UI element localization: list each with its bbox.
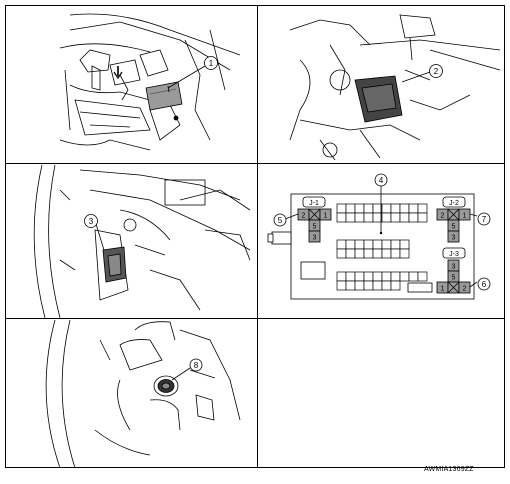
svg-text:2: 2 bbox=[302, 213, 306, 220]
callout-3: 3 bbox=[84, 214, 98, 228]
callout-8: 8 bbox=[189, 358, 203, 372]
svg-text:5: 5 bbox=[313, 224, 317, 231]
fuse-cell-array bbox=[336, 203, 428, 291]
fuse-cell bbox=[336, 212, 347, 223]
fuse-cell bbox=[345, 248, 356, 259]
fuse-cell bbox=[390, 212, 401, 223]
fuse-cell bbox=[354, 271, 365, 282]
fuse-cell bbox=[336, 248, 347, 259]
fuse-cell bbox=[399, 203, 410, 214]
panel-dashboard-area bbox=[289, 14, 501, 161]
fuse-cell bbox=[336, 239, 347, 250]
svg-text:3: 3 bbox=[452, 235, 456, 242]
callout-1: 1 bbox=[204, 56, 218, 70]
callout-4: 4 bbox=[374, 173, 388, 187]
fuse-cell bbox=[381, 239, 392, 250]
fuse-cell bbox=[417, 271, 428, 282]
svg-text:2: 2 bbox=[441, 213, 445, 220]
fuse-cell bbox=[399, 248, 410, 259]
fuse-cell bbox=[390, 239, 401, 250]
fuse-cell bbox=[381, 203, 392, 214]
fuse-cell bbox=[363, 248, 374, 259]
svg-text:1: 1 bbox=[324, 213, 328, 220]
svg-text:5: 5 bbox=[452, 275, 456, 282]
svg-text:3: 3 bbox=[89, 217, 94, 226]
svg-text:7: 7 bbox=[482, 215, 487, 224]
fuse-cell bbox=[372, 248, 383, 259]
fuse-cell bbox=[336, 280, 347, 291]
fuse-cell bbox=[354, 203, 365, 214]
fuse-cell bbox=[381, 280, 392, 291]
callout-2: 2 bbox=[429, 64, 443, 78]
fuse-cell bbox=[345, 239, 356, 250]
junction-j3: J-3 3 5 1 2 bbox=[436, 247, 471, 294]
svg-text:3: 3 bbox=[313, 235, 317, 242]
fuse-cell bbox=[381, 271, 392, 282]
fuse-cell bbox=[354, 239, 365, 250]
fuse-cell bbox=[345, 280, 356, 291]
fuse-cell bbox=[372, 280, 383, 291]
fuse-cell bbox=[381, 248, 392, 259]
fuse-cell bbox=[399, 212, 410, 223]
fuse-cell bbox=[408, 271, 419, 282]
svg-text:2: 2 bbox=[434, 67, 439, 76]
fuse-cell bbox=[408, 203, 419, 214]
fuse-cell bbox=[354, 248, 365, 259]
fuse-cell bbox=[417, 212, 428, 223]
fuse-cell bbox=[381, 212, 392, 223]
fuse-cell bbox=[390, 248, 401, 259]
svg-text:1: 1 bbox=[463, 213, 467, 220]
panel-engine-bay bbox=[59, 13, 241, 151]
fuse-cell bbox=[399, 271, 410, 282]
fuse-cell bbox=[345, 203, 356, 214]
svg-text:1: 1 bbox=[209, 59, 214, 68]
svg-text:J-2: J-2 bbox=[449, 200, 459, 207]
svg-text:6: 6 bbox=[482, 280, 487, 289]
fuse-cell bbox=[363, 271, 374, 282]
fuse-cell bbox=[390, 280, 401, 291]
panel-grid bbox=[5, 5, 505, 468]
callout-5: 5 bbox=[273, 213, 287, 227]
fuse-cell bbox=[345, 271, 356, 282]
fuse-cell bbox=[408, 212, 419, 223]
fuse-cell bbox=[390, 203, 401, 214]
fuse-cell bbox=[363, 239, 374, 250]
junction-j2: J-2 2 1 5 3 bbox=[436, 196, 471, 243]
fuse-cell bbox=[372, 239, 383, 250]
svg-text:5: 5 bbox=[452, 224, 456, 231]
callout-7: 7 bbox=[477, 212, 491, 226]
svg-text:5: 5 bbox=[278, 216, 283, 225]
svg-text:1: 1 bbox=[441, 286, 445, 293]
junction-leaders bbox=[284, 213, 478, 288]
svg-text:8: 8 bbox=[194, 361, 199, 370]
svg-text:J-3: J-3 bbox=[449, 251, 459, 258]
panel-console bbox=[45, 319, 241, 469]
fuse-cell bbox=[336, 203, 347, 214]
fuse-cell bbox=[390, 271, 401, 282]
fuse-cell bbox=[399, 239, 410, 250]
panel-steering-column bbox=[33, 164, 251, 319]
callout-6: 6 bbox=[477, 277, 491, 291]
fuse-cell bbox=[336, 271, 347, 282]
junction-j1: J-1 2 1 5 3 bbox=[297, 196, 332, 243]
figure-code: AWMIA1369ZZ bbox=[424, 466, 474, 473]
svg-text:4: 4 bbox=[379, 176, 384, 185]
fuse-cell bbox=[363, 280, 374, 291]
fuse-cell bbox=[417, 203, 428, 214]
fuse-cell bbox=[354, 280, 365, 291]
svg-text:2: 2 bbox=[463, 286, 467, 293]
fuse-cell bbox=[363, 203, 374, 214]
svg-text:J-1: J-1 bbox=[309, 200, 319, 207]
fuse-cell bbox=[354, 212, 365, 223]
fuse-cell bbox=[372, 271, 383, 282]
fuse-cell bbox=[363, 212, 374, 223]
fuse-cell bbox=[345, 212, 356, 223]
svg-text:3: 3 bbox=[452, 264, 456, 271]
